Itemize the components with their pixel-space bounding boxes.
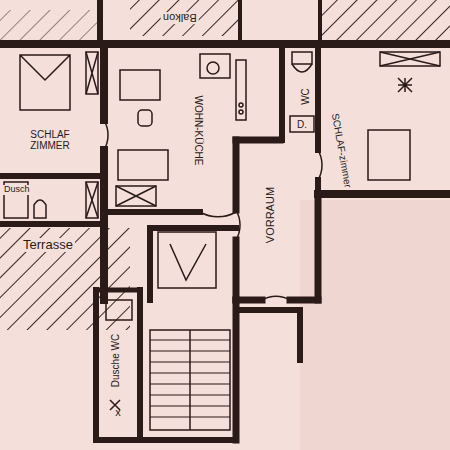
stair-step xyxy=(190,372,230,373)
stair-step xyxy=(150,416,190,417)
stair-step xyxy=(150,372,190,373)
room-label: WOHN-KÜCHE xyxy=(193,93,204,167)
room-label: Dusch xyxy=(2,185,32,195)
stair-step xyxy=(190,350,230,351)
stair-step xyxy=(150,383,190,384)
stair-step xyxy=(190,361,230,362)
room-label: D. xyxy=(295,119,309,130)
stair-step xyxy=(190,405,230,406)
stair-step xyxy=(150,350,190,351)
room-label: SCHLAF ZIMMER xyxy=(20,129,80,151)
room-label: Terrasse xyxy=(21,238,75,252)
stair-step xyxy=(150,394,190,395)
stair-step xyxy=(150,339,190,340)
room-label: WC xyxy=(299,86,310,107)
room-label: Dusche WC xyxy=(110,331,121,388)
stair-step xyxy=(190,394,230,395)
stair-step xyxy=(190,416,230,417)
room-label: Balkon xyxy=(161,12,199,24)
stair-step xyxy=(190,339,230,340)
marker-label: x xyxy=(113,406,123,418)
stair-step xyxy=(190,383,230,384)
stair-step xyxy=(150,361,190,362)
stair-step xyxy=(150,405,190,406)
room-label: VORRAUM xyxy=(264,185,276,245)
